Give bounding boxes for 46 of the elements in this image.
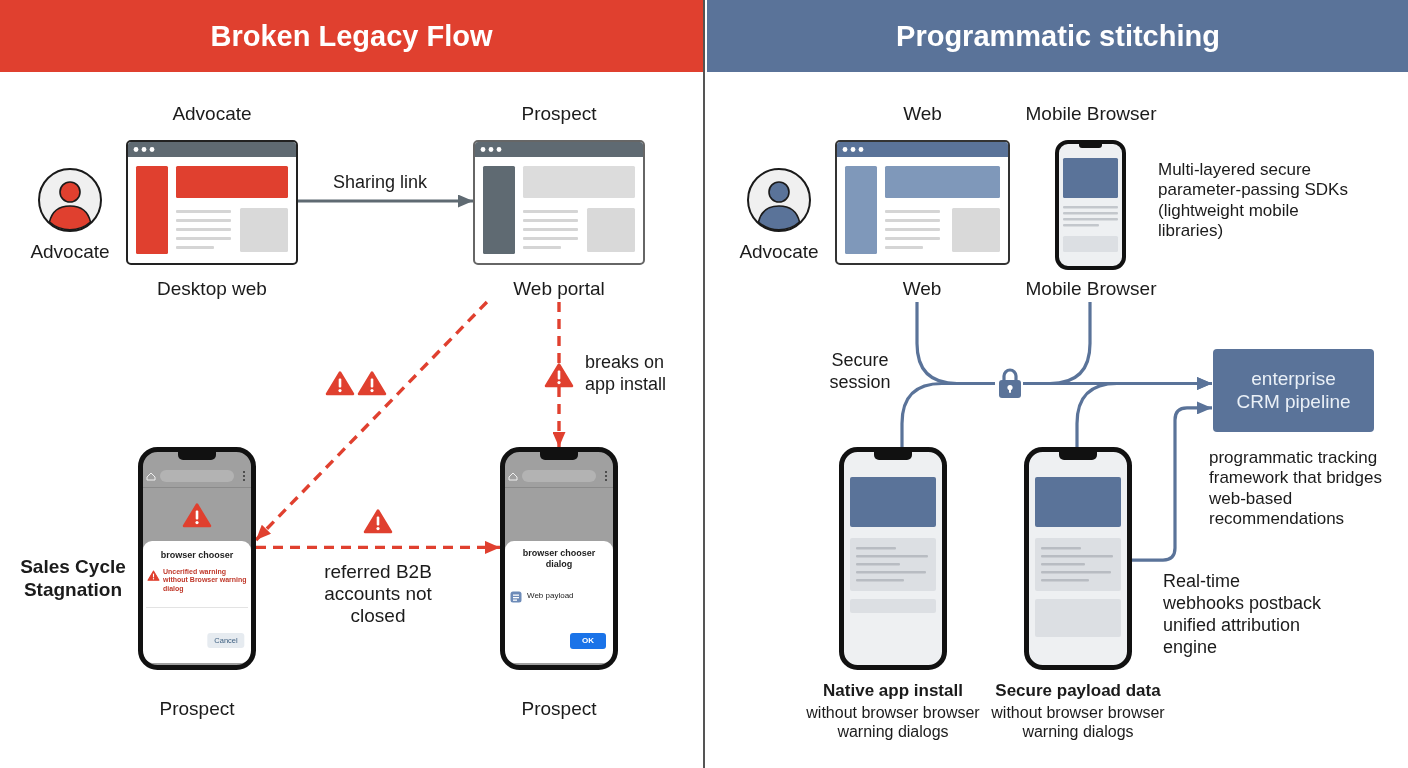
node-label: Prospect <box>521 698 597 721</box>
box-label: enterprise CRM pipeline <box>1235 368 1352 414</box>
edge-label: referred B2B accounts not closed <box>323 561 433 628</box>
dashed-arrow <box>254 300 489 542</box>
header-banner: Programmatic stitching <box>707 0 1408 72</box>
header-banner: Broken Legacy Flow <box>0 0 703 72</box>
node-label: Mobile Browser <box>1025 103 1157 126</box>
edge-label: Real-time webhooks postback unified attribution engine <box>1163 571 1323 659</box>
edge-label: breaks on app install <box>585 352 668 396</box>
dashed-arrow <box>552 302 566 447</box>
arrow <box>1075 377 1212 447</box>
arrow <box>1131 401 1212 562</box>
node-label: Mobile Browser <box>1025 278 1157 301</box>
side-note: Sales Cycle Stagnation <box>19 556 127 602</box>
node-label: Advocate <box>30 241 110 264</box>
node-label: Prospect <box>521 103 597 126</box>
text-label: Secure session <box>828 350 892 394</box>
description: Multi-layered secure parameter-passing SDKs (lightweight mobile libraries) <box>1158 160 1349 242</box>
connector-line <box>900 381 995 447</box>
ok-button: OK <box>570 633 606 649</box>
dialog-title: browser chooser dialog <box>521 548 597 570</box>
node-label: Advocate <box>739 241 819 264</box>
node-label: Web portal <box>513 278 605 301</box>
node-label: Prospect <box>159 698 235 721</box>
description: programmatic tracking framework that bridges web-based recommendations <box>1209 448 1383 530</box>
node-label: Desktop web <box>157 278 267 301</box>
option-label: Web payload <box>527 591 574 601</box>
process-box <box>1213 349 1374 432</box>
node-label: Native app install <box>823 681 963 702</box>
lock-icon <box>996 368 1024 399</box>
panel <box>704 0 1408 768</box>
node-label: Web <box>902 278 942 301</box>
avatar-icon <box>37 167 103 233</box>
phone-mockup <box>1024 447 1132 670</box>
dialog-title: browser chooser <box>160 550 234 561</box>
panel <box>0 0 704 768</box>
phone-mockup <box>839 447 947 670</box>
node-label: Advocate <box>172 103 252 126</box>
dashed-arrow <box>256 540 500 554</box>
node-label: Web <box>903 103 942 126</box>
node-label: Secure payload data <box>995 681 1161 702</box>
arrow <box>298 194 473 208</box>
edge-label: Sharing link <box>332 172 428 194</box>
node-label: without browser browser warning dialogs <box>805 703 981 742</box>
node-label: without browser browser warning dialogs <box>990 703 1166 742</box>
avatar-icon <box>746 167 812 233</box>
